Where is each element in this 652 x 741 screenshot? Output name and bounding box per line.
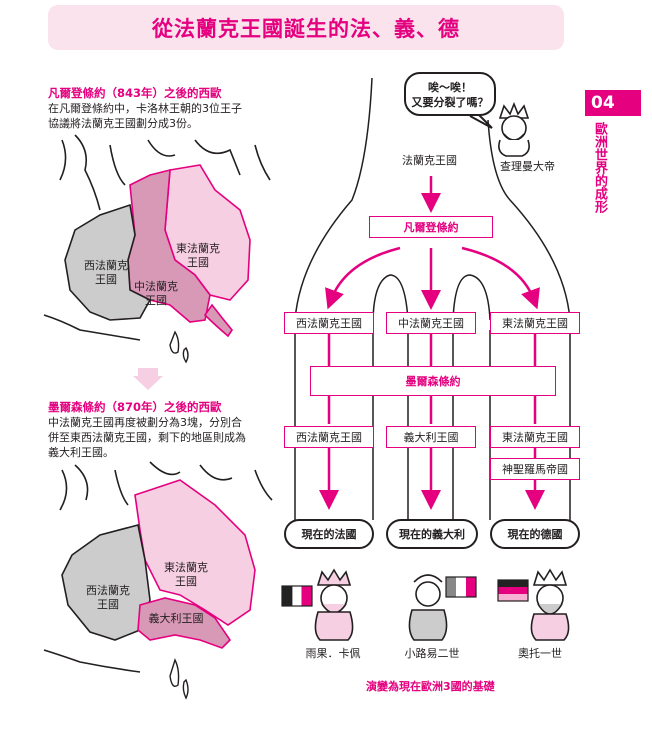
mersen-treaty-box: 墨爾森條約 xyxy=(310,366,556,396)
italy-flag-icon xyxy=(445,576,477,598)
section1-body-line: 在凡爾登條約中，卡洛林王朝的3位王子 xyxy=(48,102,242,115)
verdun-treaty-box: 凡爾登條約 xyxy=(369,216,493,238)
charlemagne-icon xyxy=(498,101,530,157)
hre-box: 神聖羅馬帝國 xyxy=(490,458,580,480)
ruler-louis-ii: 小路易二世 xyxy=(404,647,460,660)
modern-italy-pill: 現在的義大利 xyxy=(386,519,478,549)
transition-arrow-icon xyxy=(133,368,163,390)
flow-outline xyxy=(487,119,571,520)
title-bar: 從法蘭克王國誕生的法、義、德 xyxy=(48,5,564,50)
france-flag-icon xyxy=(281,585,313,607)
speech-text: 唉～唉！ 又要分裂了嗎？ xyxy=(411,81,489,109)
map1-label-west: 西法蘭克 王國 xyxy=(84,259,128,286)
west-kingdom-region xyxy=(64,203,152,321)
arrow-icon xyxy=(461,246,540,310)
flow-outline xyxy=(452,274,491,321)
section2-body-line: 併至東西法蘭克王國，剩下的地區則成為 xyxy=(48,431,246,444)
speech-bubble: 唉～唉！ 又要分裂了嗎？ xyxy=(404,72,496,116)
louis-ii-icon xyxy=(408,574,448,641)
coastline xyxy=(59,134,271,211)
section2-body-line: 中法蘭克王國再度被劃分為3塊，分別合 xyxy=(48,416,242,429)
map2-label-italy: 義大利王國 xyxy=(148,612,204,625)
coastline xyxy=(43,649,141,673)
page-title: 從法蘭克王國誕生的法、義、德 xyxy=(152,16,460,41)
island xyxy=(169,330,189,364)
diagram-footnote: 演變為現在歐洲3國的基礎 xyxy=(366,680,495,693)
section2-body-line: 義大利王國。 xyxy=(48,446,114,459)
frankish-kingdom-label: 法蘭克王國 xyxy=(402,154,457,167)
section2-body: 中法蘭克王國再度被劃分為3塊，分別合 併至東西法蘭克王國，剩下的地區則成為 義大… xyxy=(48,415,246,460)
germany-flag-icon xyxy=(497,579,529,602)
section1-heading: 凡爾登條約（843年）之後的西歐 xyxy=(48,86,222,100)
modern-france-pill: 現在的法國 xyxy=(284,519,374,549)
row2-west-box: 西法蘭克王國 xyxy=(284,426,374,448)
map-verdun xyxy=(43,134,271,364)
map2-label-west: 西法蘭克 王國 xyxy=(86,584,130,611)
coastline xyxy=(43,314,141,341)
row1-east-box: 東法蘭克王國 xyxy=(490,312,580,334)
arrow-icon xyxy=(325,246,401,310)
italy-fragment xyxy=(203,303,233,338)
section1-body-line: 協議將法蘭克王國劃分成3份。 xyxy=(48,117,198,130)
row1-middle-box: 中法蘭克王國 xyxy=(386,312,476,334)
map2-label-east: 東法蘭克 王國 xyxy=(164,561,208,588)
flow-outline xyxy=(294,77,373,520)
chapter-title: 歐洲世界的成形 xyxy=(592,122,607,213)
island xyxy=(169,658,189,700)
ruler-otto-i: 奧托一世 xyxy=(518,647,562,660)
section2-heading: 墨爾森條約（870年）之後的西歐 xyxy=(48,400,222,414)
flow-outline xyxy=(372,274,409,321)
charlemagne-label: 查理曼大帝 xyxy=(500,160,555,173)
ruler-hugh-capet: 雨果．卡佩 xyxy=(305,647,361,660)
otto-i-icon xyxy=(530,568,570,641)
map1-label-east: 東法蘭克 王國 xyxy=(176,242,220,269)
row2-east-box: 東法蘭克王國 xyxy=(490,426,580,448)
italy-kingdom-region xyxy=(137,597,232,649)
flow-outline xyxy=(372,330,491,520)
hugh-capet-icon xyxy=(314,568,354,641)
map1-label-middle: 中法蘭克 王國 xyxy=(134,280,178,307)
row1-west-box: 西法蘭克王國 xyxy=(284,312,374,334)
section1-body: 在凡爾登條約中，卡洛林王朝的3位王子 協議將法蘭克王國劃分成3份。 xyxy=(48,101,242,131)
row2-italy-box: 義大利王國 xyxy=(386,426,476,448)
coastline xyxy=(59,461,273,511)
map-mersen xyxy=(43,461,273,700)
modern-germany-pill: 現在的德國 xyxy=(490,519,580,549)
speech-tail xyxy=(469,113,493,129)
chapter-number: 04 xyxy=(585,90,641,116)
